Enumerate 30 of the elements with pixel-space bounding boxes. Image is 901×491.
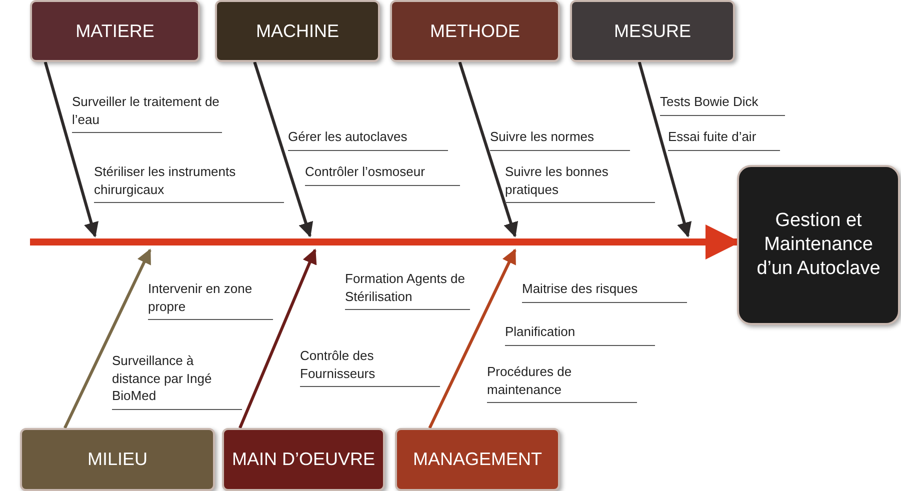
cause-text: Stériliser les instruments chirurgicaux bbox=[94, 163, 284, 204]
category-box: MAIN D’OEUVRE bbox=[222, 428, 385, 491]
category-box: MESURE bbox=[570, 0, 735, 62]
category-box: MANAGEMENT bbox=[395, 428, 560, 491]
cause-text: Contrôler l’osmoseur bbox=[305, 163, 460, 186]
bone-arrow bbox=[458, 62, 518, 238]
effect-box: Gestion et Maintenance d’un Autoclave bbox=[737, 165, 900, 325]
cause-text: Procédures de maintenance bbox=[487, 363, 637, 404]
category-box: MILIEU bbox=[20, 428, 215, 491]
bone-arrow bbox=[238, 248, 317, 429]
cause-text: Maitrise des risques bbox=[522, 280, 687, 303]
cause-text: Suivre les bonnes pratiques bbox=[505, 163, 655, 204]
bone-arrow bbox=[64, 248, 152, 429]
cause-text: Planification bbox=[505, 323, 655, 346]
category-box: MATIERE bbox=[30, 0, 200, 62]
cause-text: Surveillance à distance par Ingé BioMed bbox=[112, 352, 242, 410]
cause-text: Surveiller le traitement de l’eau bbox=[72, 93, 222, 134]
cause-text: Gérer les autoclaves bbox=[288, 128, 448, 151]
category-box: METHODE bbox=[390, 0, 560, 62]
cause-text: Essai fuite d’air bbox=[668, 128, 780, 151]
bone-arrow bbox=[638, 62, 692, 238]
cause-text: Formation Agents de Stérilisation bbox=[345, 270, 470, 310]
cause-text: Tests Bowie Dick bbox=[660, 93, 785, 116]
cause-text: Intervenir en zone propre bbox=[148, 280, 273, 320]
category-box: MACHINE bbox=[215, 0, 380, 62]
bone-arrow bbox=[253, 62, 314, 238]
bone-arrow bbox=[428, 248, 516, 429]
bone-arrow bbox=[44, 62, 98, 238]
cause-text: Suivre les normes bbox=[490, 128, 630, 151]
cause-text: Contrôle des Fournisseurs bbox=[300, 347, 440, 388]
